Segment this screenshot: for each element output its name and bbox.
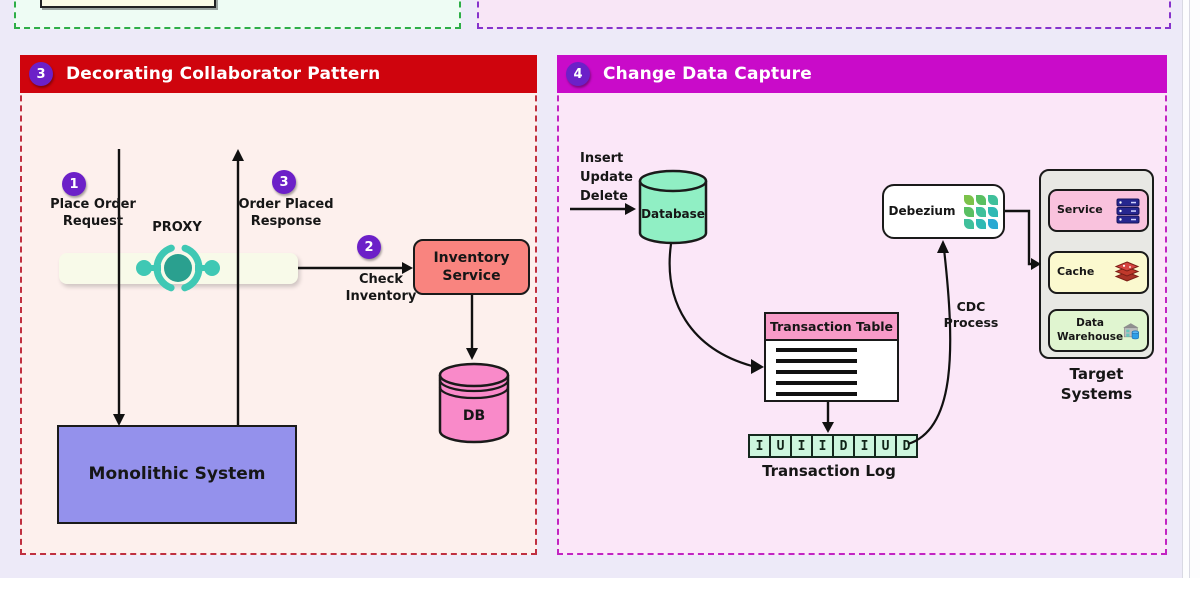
debezium-label: Debezium [888,203,956,218]
log-entry: D [832,434,855,458]
log-entry: I [811,434,834,458]
step2-label: Check Inventory [345,272,417,304]
transaction-log-label: Transaction Log [762,462,896,480]
step3-label: Order Placed Response [238,197,334,229]
database-cylinder [638,169,708,245]
right-edge-line [1189,0,1190,578]
log-entry: U [874,434,897,458]
log-entry: D [895,434,918,458]
redis-cache-icon [1114,260,1140,282]
panel3-title: Decorating Collaborator Pattern [66,64,381,84]
transaction-table-title: Transaction Table [766,314,897,341]
panel4-header: 4 Change Data Capture [557,55,1167,93]
top-right-partial-panel [477,0,1171,29]
debezium-leaf [988,194,999,205]
operations-label: Insert Update Delete [580,151,633,204]
step1-badge: 1 [62,172,86,196]
warehouse-icon [1123,322,1140,339]
log-entry: I [748,434,771,458]
bottom-edge-gutter [0,578,1200,600]
debezium-leaf [988,218,999,229]
table-row [776,381,858,385]
table-row [776,392,858,396]
cdc-process-label: CDC Process [943,299,999,331]
proxy-icon [136,243,220,293]
debezium-leaf [964,218,975,229]
transaction-table: Transaction Table [764,312,899,402]
panel4-badge: 4 [566,62,590,86]
debezium-node: Debezium [882,184,1005,239]
panel3-badge: 3 [29,62,53,86]
target-systems-caption: Target Systems [1060,365,1133,403]
panel-decorating-collaborator: 3 Decorating Collaborator Pattern 1 [20,55,537,555]
target-systems-container: Service Cache [1039,169,1154,359]
table-row [776,370,858,374]
panel-change-data-capture: 4 Change Data Capture Insert Update Dele… [557,55,1167,555]
data-warehouse-label: Data Warehouse [1057,316,1124,343]
panel4-title: Change Data Capture [603,64,812,84]
debezium-leaf [976,194,987,205]
log-entry: I [790,434,813,458]
debezium-leaf [976,218,987,229]
step3-badge: 3 [272,170,296,194]
log-entry: I [853,434,876,458]
step1-label: Place Order Request [50,197,136,229]
table-row [776,359,858,363]
debezium-leaf [964,206,975,217]
debezium-leaf [964,194,975,205]
db-label: DB [462,408,486,424]
debezium-logo-icon [964,194,999,229]
debezium-leaf [976,206,987,217]
inventory-service-node: Inventory Service [413,239,530,295]
service-label: Service [1057,203,1103,217]
database-label: Database [641,207,705,221]
db-cylinder [438,362,510,444]
top-left-partial-node [40,0,216,8]
target-cache-node: Cache [1048,251,1149,294]
step2-badge: 2 [357,235,381,259]
panel3-header: 3 Decorating Collaborator Pattern [20,55,537,93]
server-icon [1116,198,1140,223]
table-row [776,348,858,352]
top-left-partial-panel [14,0,461,29]
target-data-warehouse-node: Data Warehouse [1048,309,1149,352]
proxy-label: PROXY [152,220,202,235]
right-edge-gutter [1182,0,1200,578]
monolithic-system-node: Monolithic System [57,425,297,524]
transaction-log: I U I I D I U D [748,434,918,458]
debezium-leaf [988,206,999,217]
cache-label: Cache [1057,265,1095,279]
target-service-node: Service [1048,189,1149,232]
log-entry: U [769,434,792,458]
